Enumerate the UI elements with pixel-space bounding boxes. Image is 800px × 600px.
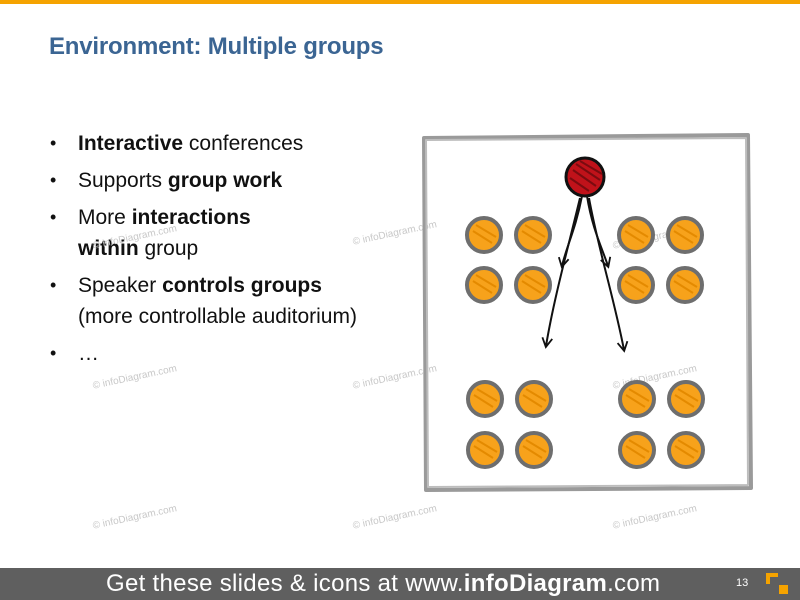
- bullet-dot-icon: •: [50, 275, 57, 295]
- bullet-item: • …: [48, 338, 388, 369]
- top-accent-bar: [0, 0, 800, 4]
- bullet-text: conferences: [183, 132, 304, 155]
- listener-person-icon: [617, 216, 655, 254]
- footer-bar: Get these slides & icons at www.infoDiag…: [0, 568, 800, 600]
- watermark: © infoDiagram.com: [91, 503, 178, 532]
- listener-person-icon: [515, 380, 553, 418]
- listener-person-icon: [466, 380, 504, 418]
- listener-person-icon: [465, 216, 503, 254]
- footer-link[interactable]: Get these slides & icons at www.infoDiag…: [106, 570, 660, 598]
- listener-person-icon: [466, 431, 504, 469]
- corner-bracket-icon: [766, 573, 788, 594]
- listener-person-icon: [617, 266, 655, 304]
- bullet-dot-icon: •: [50, 133, 57, 153]
- page-title: Environment: Multiple groups: [49, 33, 384, 60]
- room-diagram: [422, 133, 753, 492]
- bullet-text: …: [78, 342, 99, 365]
- watermark: © infoDiagram.com: [611, 503, 698, 532]
- listener-group-bottom-right: [618, 380, 705, 469]
- listener-group-top-left: [465, 216, 552, 304]
- bullet-text: Speaker: [78, 274, 163, 297]
- listener-person-icon: [666, 216, 704, 254]
- bullet-item: • Speaker controls groups (more controll…: [48, 270, 378, 332]
- listener-person-icon: [667, 431, 705, 469]
- page-number: 13: [736, 577, 749, 589]
- listener-person-icon: [514, 266, 552, 304]
- footer-suffix: .com: [607, 570, 661, 597]
- bullet-text: More: [78, 206, 132, 229]
- speaker-person-icon: [564, 156, 606, 198]
- listener-person-icon: [618, 380, 656, 418]
- bullet-item: • Interactive conferences: [48, 128, 388, 159]
- listener-person-icon: [515, 431, 553, 469]
- bullet-text: (more controllable auditorium): [78, 305, 357, 328]
- footer-brand: infoDiagram: [463, 570, 608, 597]
- room-frame: [422, 133, 753, 492]
- direction-arrows-icon: [541, 195, 629, 353]
- listener-person-icon: [667, 380, 705, 418]
- listener-group-top-right: [617, 216, 704, 304]
- footer-prefix: Get these slides & icons at www.: [106, 570, 464, 597]
- listener-person-icon: [465, 266, 503, 304]
- bullet-text-bold: group work: [167, 169, 283, 192]
- listener-person-icon: [514, 216, 552, 254]
- bullet-text: group: [138, 237, 199, 260]
- watermark: © infoDiagram.com: [351, 503, 438, 532]
- listener-person-icon: [618, 431, 656, 469]
- bullet-dot-icon: •: [50, 170, 57, 190]
- bullet-list: • Interactive conferences • Supports gro…: [48, 128, 388, 375]
- listener-person-icon: [666, 266, 704, 304]
- bullet-text-bold: interactions within: [78, 206, 251, 260]
- bullet-text-bold: Interactive: [78, 132, 184, 155]
- bullet-text: Supports: [78, 169, 168, 192]
- bullet-text-bold: controls groups: [162, 274, 322, 297]
- listener-group-bottom-left: [466, 380, 553, 469]
- bullet-item: • Supports group work: [48, 165, 388, 196]
- bullet-dot-icon: •: [50, 343, 57, 363]
- bullet-item: • More interactions within group: [48, 202, 288, 264]
- bullet-dot-icon: •: [50, 207, 57, 227]
